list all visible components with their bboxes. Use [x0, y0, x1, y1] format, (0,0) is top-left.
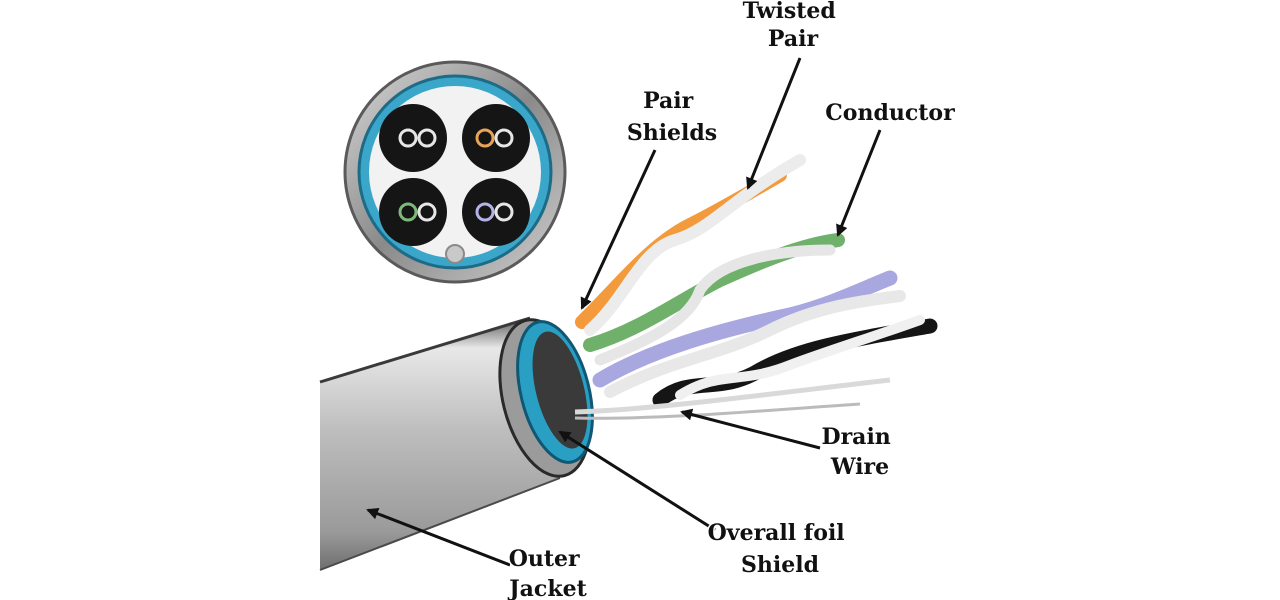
cross-section-pair-blue: [462, 178, 530, 246]
orange-white-wire: [584, 154, 806, 336]
black-white-wire: [675, 315, 925, 400]
cross-section-pair-black: [379, 104, 447, 172]
blue-wire: [592, 270, 898, 388]
label-drain-wire: Drain Wire: [822, 424, 899, 480]
callout-arrows: [366, 57, 882, 567]
label-pair-shields: Pair Shields: [627, 88, 717, 146]
arrow-pair-shields: [580, 149, 657, 310]
arrow-outer-jacket: [366, 508, 511, 567]
green-white-wire: [594, 244, 836, 366]
blue-white-wire: [604, 290, 906, 398]
cross-section-inset: [343, 60, 567, 284]
label-outer-jacket: Outer Jacket: [507, 546, 587, 600]
arrow-drain-wire: [680, 408, 821, 450]
cross-section-pair-green: [379, 178, 447, 246]
arrow-twisted-pair: [746, 57, 802, 190]
arrow-conductor: [836, 129, 882, 237]
label-overall-foil-shield: Overall foil Shield: [708, 520, 853, 578]
drain-wire: [574, 377, 891, 415]
labels: Twisted Pair Pair Shields Conductor Drai…: [506, 0, 957, 600]
arrow-overall-foil-shield: [558, 430, 716, 532]
label-conductor: Conductor: [825, 100, 955, 126]
wire-pairs: [574, 154, 938, 420]
cross-section-pair-orange: [462, 104, 530, 172]
cross-section-drain-wire: [445, 244, 465, 264]
overall-foil-shield: [516, 320, 594, 464]
label-twisted-pair: Twisted Pair: [743, 0, 844, 52]
